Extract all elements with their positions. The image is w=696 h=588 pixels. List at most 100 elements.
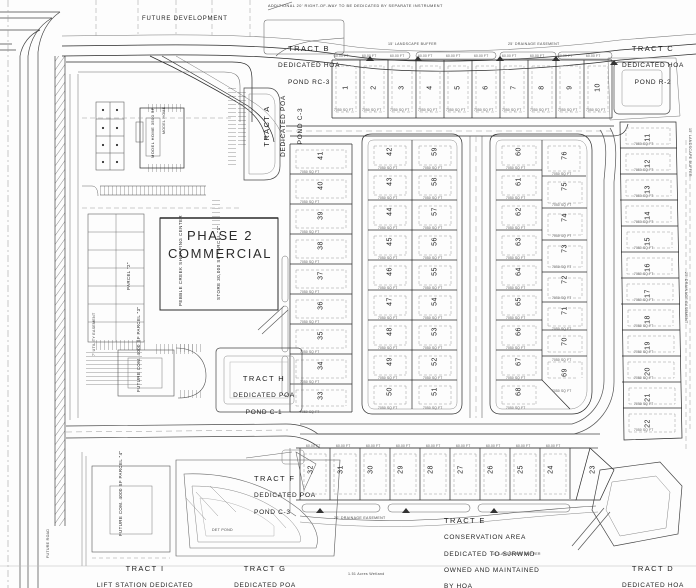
lot-dimension-text: 7050 SQ FT	[446, 108, 466, 112]
lot-dimension-text: 7050 SQ FT	[506, 346, 526, 350]
lot-dimension-text: 7050 SQ FT	[300, 260, 320, 264]
lot-number-63: 63	[515, 237, 523, 246]
lot-dimension-text: 7050 SQ FT	[390, 108, 410, 112]
lot-number-57: 57	[431, 207, 439, 216]
lot-number-46: 46	[386, 267, 394, 276]
lot-number-40: 40	[317, 181, 325, 190]
lot-number-4: 4	[426, 85, 434, 90]
tract-d-pond	[571, 461, 683, 551]
lot-number-54: 54	[431, 297, 439, 306]
lot-number-76: 76	[561, 151, 569, 160]
lot-dimension-text: 7050 SQ FT	[378, 166, 398, 170]
lot-number-61: 61	[515, 177, 523, 186]
utility-easement-label: 7' UTILITY EASEMENT	[92, 312, 96, 356]
tract-e-label: TRACT E CONSERVATION AREA DEDICATED TO S…	[434, 508, 554, 588]
future-road-label: FUTURE ROAD	[46, 528, 50, 558]
lot-dimension-text: 7050 SQ FT	[474, 108, 494, 112]
future-development-label: FUTURE DEVELOPMENT	[142, 16, 228, 22]
lot-number-74: 74	[561, 213, 569, 222]
tract-i-line1: LIFT STATION DEDICATED	[96, 582, 194, 588]
lot-number-31: 31	[337, 465, 345, 474]
lot-dimension-text: 7050 SQ FT	[506, 226, 526, 230]
lot-dimension-text: 7050 SQ FT	[378, 256, 398, 260]
lot-number-45: 45	[386, 237, 394, 246]
lot-dimension-text: 7050 SQ FT	[334, 108, 354, 112]
lot-number-72: 72	[561, 275, 569, 284]
lot-number-48: 48	[386, 327, 394, 336]
lot-dimension-text: 60.00 FT	[396, 444, 411, 448]
lot-dimension-text: 7050 SQ FT	[378, 376, 398, 380]
parcel-4-label: FUTURE COM. 4000 SF PARCEL "4"	[118, 450, 123, 536]
lot-dimension-text: 7050 SQ FT	[558, 108, 578, 112]
lot-dimension-text: 7050 SQ FT	[378, 346, 398, 350]
lot-dimension-text: 7050 SQ FT	[634, 428, 654, 432]
north-boulevard	[61, 33, 696, 72]
lot-number-3: 3	[398, 85, 406, 90]
lot-number-56: 56	[431, 237, 439, 246]
tract-e-name: TRACT E	[444, 516, 486, 526]
tract-c-line2: POND R-2	[634, 78, 672, 86]
model-home-callout: MODEL HOME	[162, 106, 166, 134]
lot-number-33: 33	[317, 391, 325, 400]
lot-number-49: 49	[386, 357, 394, 366]
tract-c-name: TRACT C	[631, 44, 675, 54]
drainage-easement-top-label: 25' DRAINAGE EASEMENT	[508, 42, 560, 46]
lot-dimension-text: 7050 SQ FT	[378, 226, 398, 230]
lot-number-60: 60	[515, 147, 523, 156]
lot-dimension-text: 7050 SQ FT	[423, 346, 443, 350]
tract-g-name: TRACT G	[243, 564, 287, 574]
lot-dimension-text: 7050 SQ FT	[300, 290, 320, 294]
lot-number-53: 53	[431, 327, 439, 336]
lot-dimension-text: 60.00 FT	[306, 444, 321, 448]
tract-h-label: TRACT H DEDICATED POA POND C-1	[218, 366, 300, 425]
lot-dimension-text: 7050 SQ FT	[423, 376, 443, 380]
lot-number-55: 55	[431, 267, 439, 276]
lot-dimension-text: 7050 SQ FT	[634, 298, 654, 302]
lot-number-50: 50	[386, 387, 394, 396]
tract-d-label: TRACT D DEDICATED HOA POND R-1	[604, 556, 692, 588]
lot-number-36: 36	[317, 301, 325, 310]
lot-number-26: 26	[487, 465, 495, 474]
lot-dimension-text: 7050 SQ FT	[552, 327, 572, 331]
lot-dimension-text: 60.00 FT	[334, 54, 349, 58]
lot-number-37: 37	[317, 271, 325, 280]
lot-number-69: 69	[561, 368, 569, 377]
tract-f-label: TRACT F DEDICATED POA POND C-3	[244, 466, 320, 525]
tract-e-conservation	[299, 505, 599, 527]
lot-dimension-text: 7050 SQ FT	[423, 316, 443, 320]
lot-dimension-text: 7050 SQ FT	[506, 316, 526, 320]
lot-number-24: 24	[547, 465, 555, 474]
tract-g-line1: DEDICATED POA	[234, 582, 296, 588]
lot-number-68: 68	[515, 387, 523, 396]
lot-dimension-text: 7050 SQ FT	[506, 196, 526, 200]
tract-e-line2: DEDICATED TO SJRWMD	[444, 550, 536, 558]
lot-number-65: 65	[515, 297, 523, 306]
wetland-acreage-label: 1.51 Acres Wetland	[348, 572, 385, 576]
tract-i-name: TRACT I	[125, 564, 165, 574]
tract-f-line1: DEDICATED POA	[254, 492, 316, 500]
lot-number-67: 67	[515, 357, 523, 366]
lot-dimension-text: 7050 SQ FT	[418, 108, 438, 112]
lot-dimension-text: 7050 SQ FT	[300, 200, 320, 204]
lot-number-1: 1	[342, 85, 350, 90]
lot-number-39: 39	[317, 211, 325, 220]
lot-dimension-text: 7050 SQ FT	[506, 286, 526, 290]
lot-number-32: 32	[307, 465, 315, 474]
tract-a-name: TRACT A	[262, 105, 272, 147]
lot-dimension-text: 60.00 FT	[486, 444, 501, 448]
lot-dimension-text: 7050 SQ FT	[552, 358, 572, 362]
lot-dimension-text: 7050 SQ FT	[506, 166, 526, 170]
lot-dimension-text: 7050 SQ FT	[423, 406, 443, 410]
landscape-buffer-right-label: 15' LANDSCAPE BUFFER	[688, 128, 692, 177]
lot-number-5: 5	[454, 85, 462, 90]
lot-dimension-text: 7050 SQ FT	[552, 203, 572, 207]
lot-number-30: 30	[367, 465, 375, 474]
lot-number-47: 47	[386, 297, 394, 306]
lot-dimension-text: 7050 SQ FT	[634, 376, 654, 380]
lot-dimension-text: 7050 SQ FT	[506, 376, 526, 380]
lot-number-7: 7	[510, 85, 518, 90]
lot-dimension-text: 7050 SQ FT	[634, 350, 654, 354]
lot-number-8: 8	[538, 85, 546, 90]
lot-dimension-text: 7050 SQ FT	[300, 230, 320, 234]
